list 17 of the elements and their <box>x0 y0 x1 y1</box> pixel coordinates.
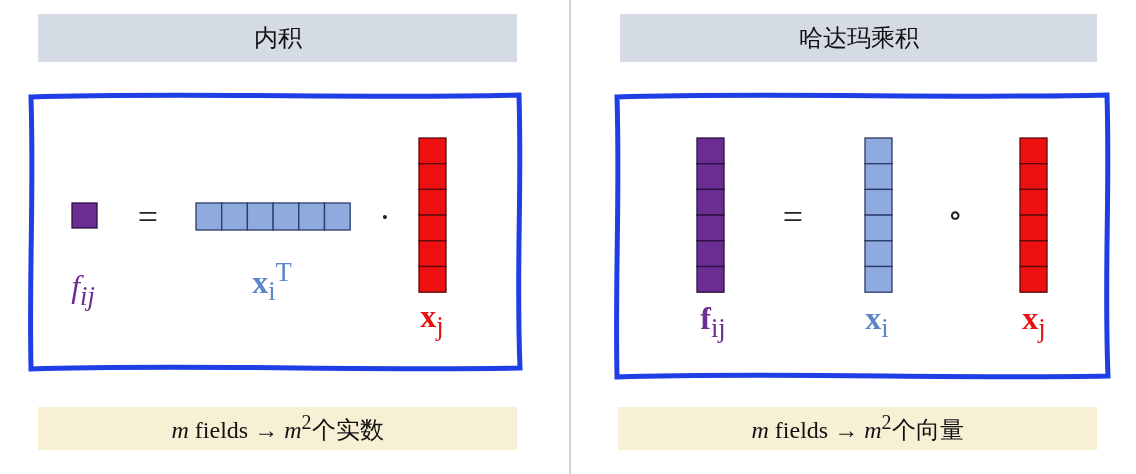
math-label: f$_{ij}$ <box>700 302 726 342</box>
equals-sign: = <box>782 199 804 235</box>
hadamard-operator: ∘ <box>947 200 963 230</box>
summary-text: m fields → m$^{2}$个实数 <box>171 411 384 445</box>
summary-band <box>618 407 1097 450</box>
summary-band <box>38 407 517 450</box>
math-label: f$_{ij}$ <box>71 270 95 310</box>
math-label: x$_{j}$ <box>1022 302 1046 342</box>
title-text: 内积 <box>253 24 302 53</box>
math-label: x$_{j}$ <box>420 300 444 340</box>
equals-sign: = <box>137 199 159 235</box>
summary-text: m fields → m$^{2}$个向量 <box>751 411 964 445</box>
section-title <box>620 14 1097 62</box>
math-label: x$_{i}$ <box>865 302 889 342</box>
title-text: 哈达玛乘积 <box>798 24 919 53</box>
section-title <box>38 14 517 62</box>
dot-operator: · <box>379 200 391 234</box>
